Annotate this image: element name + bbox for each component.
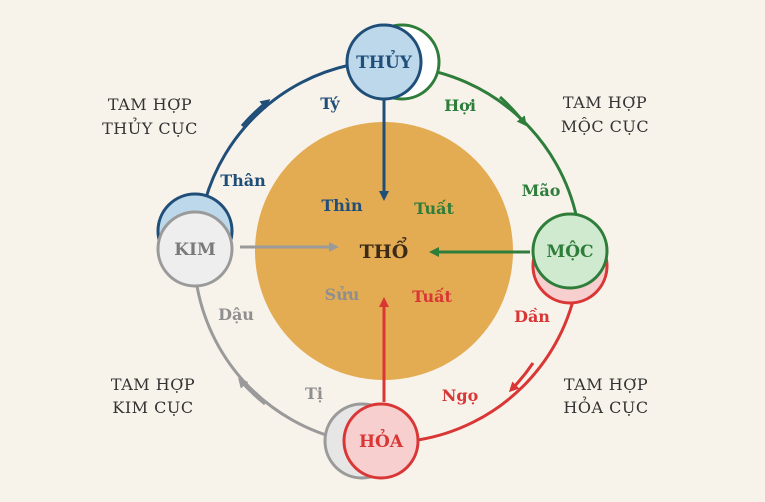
group-kim-line1: TAM HỢP (111, 375, 195, 394)
group-kim-line2: KIM CỤC (112, 398, 193, 417)
arrow-ty (240, 99, 271, 127)
node-hoa-label: HỎA (359, 429, 404, 452)
group-thuy-line2: THỦY CỤC (102, 116, 198, 138)
branch-ty: Tý (320, 94, 340, 113)
center-branch-tuat-red: Tuất (412, 287, 452, 306)
arc-kim-thuy (203, 63, 351, 202)
node-moc: MỘC (531, 212, 609, 305)
node-moc-label: MỘC (546, 241, 593, 262)
node-thuy: THỦY (345, 23, 441, 101)
arrow-hoi (499, 95, 527, 127)
group-moc-line1: TAM HỢP (563, 93, 647, 112)
center-branch-tuat-green: Tuất (414, 199, 454, 218)
group-thuy-line1: TAM HỢP (108, 95, 192, 114)
node-hoa: HỎA (323, 402, 420, 480)
branch-dan: Dần (514, 307, 550, 326)
arrow-ngo (508, 362, 535, 393)
branch-hoi: Hợi (444, 96, 476, 115)
center-branch-suu: Sửu (325, 285, 360, 304)
center-branch-thin: Thìn (321, 196, 363, 215)
node-kim: KIM (156, 192, 234, 288)
group-hoa-line1: TAM HỢP (564, 375, 648, 394)
tho-center-circle (255, 122, 513, 380)
branch-ti: Tị (305, 384, 323, 403)
branch-than: Thân (220, 171, 266, 190)
branch-mao: Mão (522, 181, 561, 200)
group-hoa-line2: HỎA CỤC (563, 395, 648, 417)
group-moc-line2: MỘC CỤC (561, 117, 649, 136)
node-kim-label: KIM (174, 240, 216, 260)
arc-moc-hoa (417, 282, 579, 442)
node-thuy-label: THỦY (356, 50, 413, 73)
center-label: THỔ (360, 236, 409, 263)
branch-dau: Dậu (218, 305, 254, 324)
arrow-ti (238, 377, 266, 406)
branch-ngo: Ngọ (442, 386, 479, 405)
